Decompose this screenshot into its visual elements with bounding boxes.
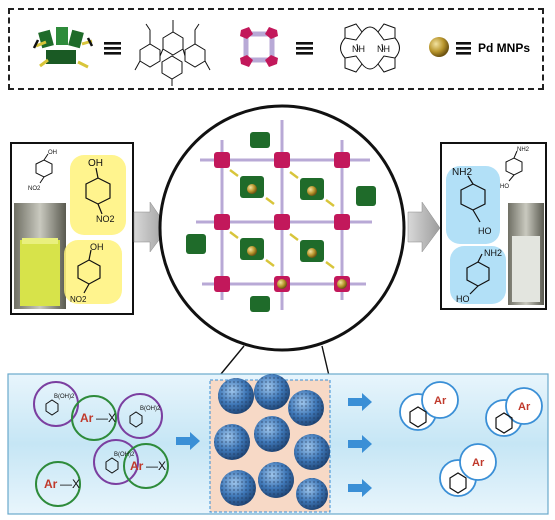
ar-label: Ar (434, 395, 447, 407)
aryl-halide-reactant (71, 395, 117, 441)
ho-label: HO (500, 184, 509, 190)
nh2-label: NH2 (517, 147, 530, 153)
nitrophenol-highlighted-structure (70, 155, 126, 235)
oh-label: OH (48, 150, 57, 156)
process-arrow-right (407, 201, 441, 253)
no2-label: NO2 (70, 295, 87, 304)
flow-arrow-out (348, 435, 372, 453)
oh-label: OH (90, 242, 104, 252)
dash-label: — (146, 459, 158, 473)
pyrrole-nh-label: NH (377, 44, 390, 54)
biaryl-product (399, 381, 459, 431)
ho-label: HO (456, 294, 470, 304)
catalyst-spheres (214, 374, 330, 510)
process-arrow-left (133, 201, 169, 253)
no2-label: NO2 (96, 214, 115, 224)
ar-label: Ar (130, 459, 144, 473)
nitrophenol-structure-small (35, 153, 53, 184)
boronic-acid-reactant (93, 439, 139, 485)
aminophenol-highlighted-structure (446, 166, 500, 244)
aminophenol-highlighted-structure (450, 246, 506, 304)
ho-label: HO (478, 226, 492, 236)
nh2-label: NH2 (452, 167, 472, 178)
pyrrole-nh-label: NH (352, 44, 365, 54)
flow-arrow-in (176, 432, 200, 450)
ar-label: Ar (472, 457, 485, 469)
aryl-halide-reactant (35, 461, 81, 507)
pd-nanoparticle-icon (429, 37, 449, 57)
equivalence-icon (104, 42, 121, 55)
legend-box (8, 8, 544, 90)
pd-mnps-label: Pd MNPs (478, 41, 530, 55)
dash-label: — (60, 477, 72, 491)
porphyrin-icon (240, 27, 278, 67)
boronic-acid-reactant (117, 393, 163, 439)
equivalence-icon (456, 42, 471, 55)
x-label: X (108, 411, 116, 425)
nitrophenol-highlighted-structure (64, 240, 122, 304)
ar-label: Ar (80, 411, 94, 425)
flow-arrow-out (348, 479, 372, 497)
oh-label: OH (88, 158, 103, 169)
porphyrin-structure-icon (340, 23, 400, 73)
clear-vial-photo (508, 203, 544, 305)
ar-label: Ar (518, 401, 531, 413)
nh2-label: NH2 (484, 248, 502, 258)
aminophenol-structure-small (505, 150, 523, 182)
no2-label: NO2 (28, 186, 41, 192)
flow-arrow-out (348, 393, 372, 411)
porous-framework-illustration (186, 120, 376, 312)
calixarene-structure-icon (134, 20, 211, 86)
biaryl-product (485, 387, 543, 437)
calixarene-3d-icon (32, 27, 94, 69)
yellow-vial-photo (14, 203, 66, 309)
aryl-halide-reactant (123, 443, 169, 489)
dash-label: — (96, 411, 108, 425)
equivalence-icon (296, 42, 313, 55)
x-label: X (72, 477, 80, 491)
ar-label: Ar (44, 477, 58, 491)
x-label: X (158, 459, 166, 473)
biaryl-product (439, 443, 497, 497)
boronic-acid-label: B(OH)2 (140, 406, 161, 412)
boronic-acid-label: B(OH)2 (54, 394, 75, 400)
boronic-acid-label: B(OH)2 (114, 452, 135, 458)
